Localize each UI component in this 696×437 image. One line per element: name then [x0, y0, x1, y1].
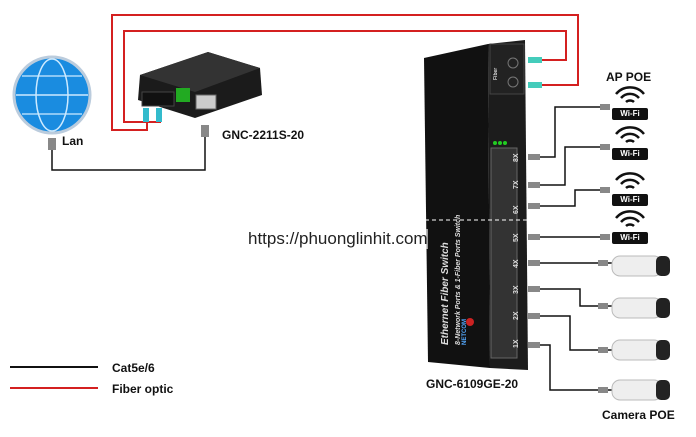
- lan-label: Lan: [62, 134, 84, 148]
- legend-cat-label: Cat5e/6: [112, 361, 155, 375]
- port-label: 8X: [513, 153, 520, 162]
- wifi-ap-icon: Wi-Fi: [608, 210, 652, 244]
- watermark: https://phuonglinhit.com: [248, 229, 428, 249]
- wifi-badge: Wi-Fi: [612, 148, 648, 160]
- port-label: 2X: [513, 311, 520, 320]
- wifi-badge: Wi-Fi: [612, 194, 648, 206]
- fiber-line-outer: [111, 14, 579, 131]
- fiber-switch: [424, 40, 528, 370]
- converter-model: GNC-2211S-20: [222, 128, 305, 142]
- wifi-ap-icon: Wi-Fi: [608, 86, 652, 120]
- camera-icons: [611, 255, 670, 401]
- media-converter: [138, 52, 262, 137]
- wifi-badge: Wi-Fi: [612, 108, 648, 120]
- ap-poe-label: AP POE: [606, 70, 652, 84]
- legend-fiber-label: Fiber optic: [112, 382, 174, 396]
- port-label: 3X: [513, 285, 520, 294]
- port-label: 6X: [513, 205, 520, 214]
- ethernet-cables: [540, 106, 615, 391]
- switch-model: GNC-6109GE-20: [426, 377, 519, 391]
- rj45-plugs: [528, 104, 610, 393]
- switch-brand: NETCOM: [462, 319, 468, 345]
- port-label: 4X: [513, 259, 520, 268]
- switch-subtitle: 8-Network Ports & 1-Fiber Ports Switch: [455, 214, 462, 345]
- wifi-badge: Wi-Fi: [612, 232, 648, 244]
- port-label: 5X: [513, 233, 520, 242]
- wifi-ap-icon: Wi-Fi: [608, 172, 652, 206]
- wifi-ap-icon: Wi-Fi: [608, 126, 652, 160]
- port-label: 1X: [513, 339, 520, 348]
- switch-title: Ethernet Fiber Switch: [440, 242, 451, 345]
- lan-cable: [51, 135, 206, 171]
- camera-poe-label: Camera POE: [602, 408, 675, 422]
- fiber-port-label: Fiber: [493, 67, 499, 80]
- port-label: 7X: [513, 180, 520, 189]
